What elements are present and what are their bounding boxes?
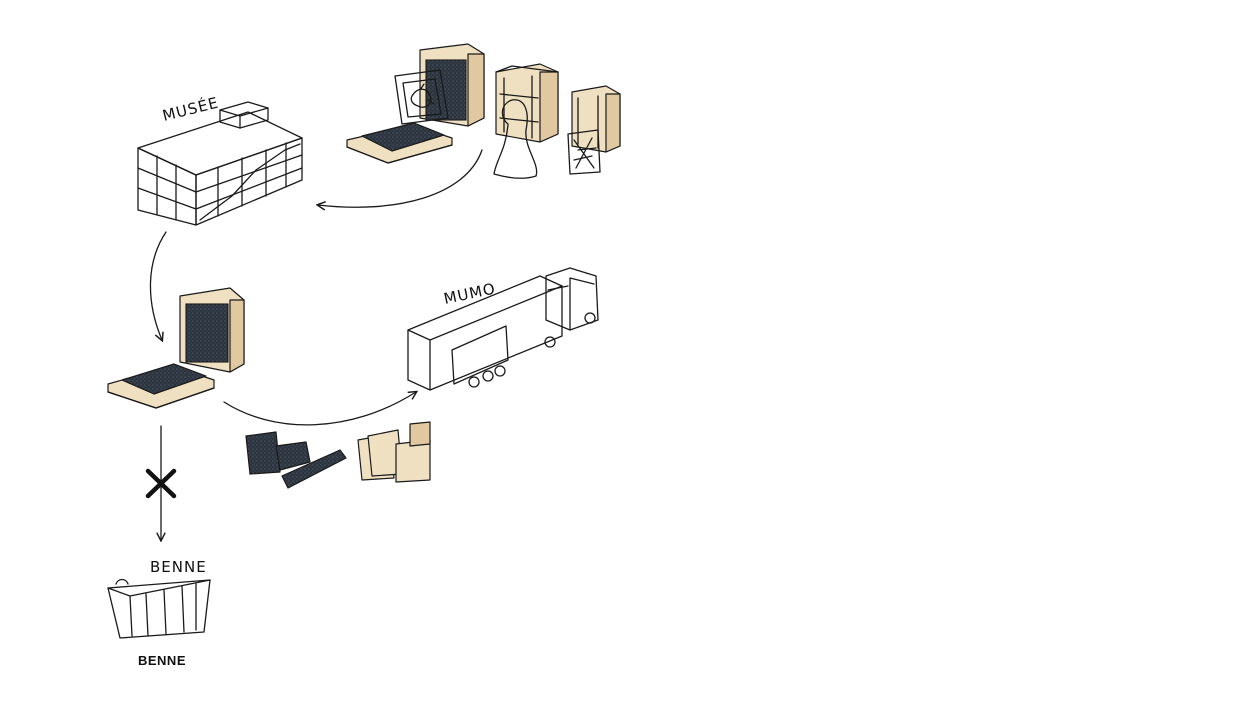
flow-arrow-to-museum — [318, 149, 483, 207]
crate-and-foam-icon — [107, 287, 245, 409]
recycled-materials-icon — [245, 421, 431, 489]
museum-building-icon — [137, 101, 303, 226]
truck-label: MUMO — [442, 279, 497, 308]
dumpster-icon — [107, 578, 211, 639]
cross-mark-icon — [145, 468, 177, 499]
flow-arrow-to-truck — [223, 392, 416, 426]
truck-icon — [407, 267, 599, 391]
flow-arrow-to-crate — [149, 231, 167, 340]
dumpster-caption: BENNE — [138, 653, 186, 668]
dumpster-handwritten-label: BENNE — [150, 558, 207, 576]
crates-and-artworks-icon — [346, 43, 621, 179]
museum-label: MUSÉE — [160, 93, 220, 125]
